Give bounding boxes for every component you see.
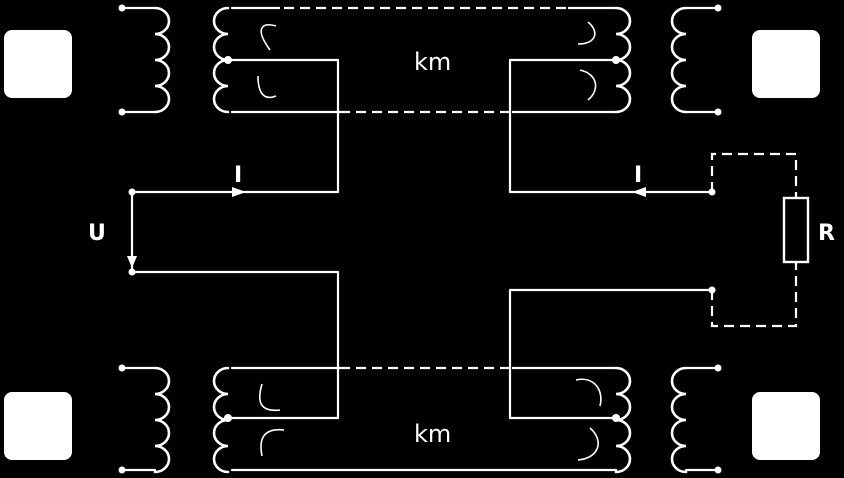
conductor-bottom-left: [130, 270, 340, 420]
voltage-source: [127, 188, 137, 276]
current-arrow-left: [232, 187, 246, 197]
conductor-top-right: [508, 58, 714, 194]
corner-box-top-right: [752, 30, 820, 98]
cable-top-label: km: [414, 48, 451, 76]
resistor-label: R: [818, 221, 835, 246]
voltage-label: U: [88, 221, 106, 246]
corner-box-bottom-left: [4, 392, 72, 460]
corner-box-bottom-right: [752, 392, 820, 460]
transformer-top-right: [577, 4, 722, 116]
current-label-left: I: [234, 163, 242, 188]
load-resistor: [708, 152, 810, 328]
cable-bottom-label: km: [414, 420, 451, 448]
current-label-right: I: [634, 163, 642, 188]
conductor-bottom-right: [508, 288, 714, 420]
current-arrow-right: [632, 187, 646, 197]
voltage-arrow: [127, 256, 137, 268]
corner-box-top-left: [4, 30, 72, 98]
